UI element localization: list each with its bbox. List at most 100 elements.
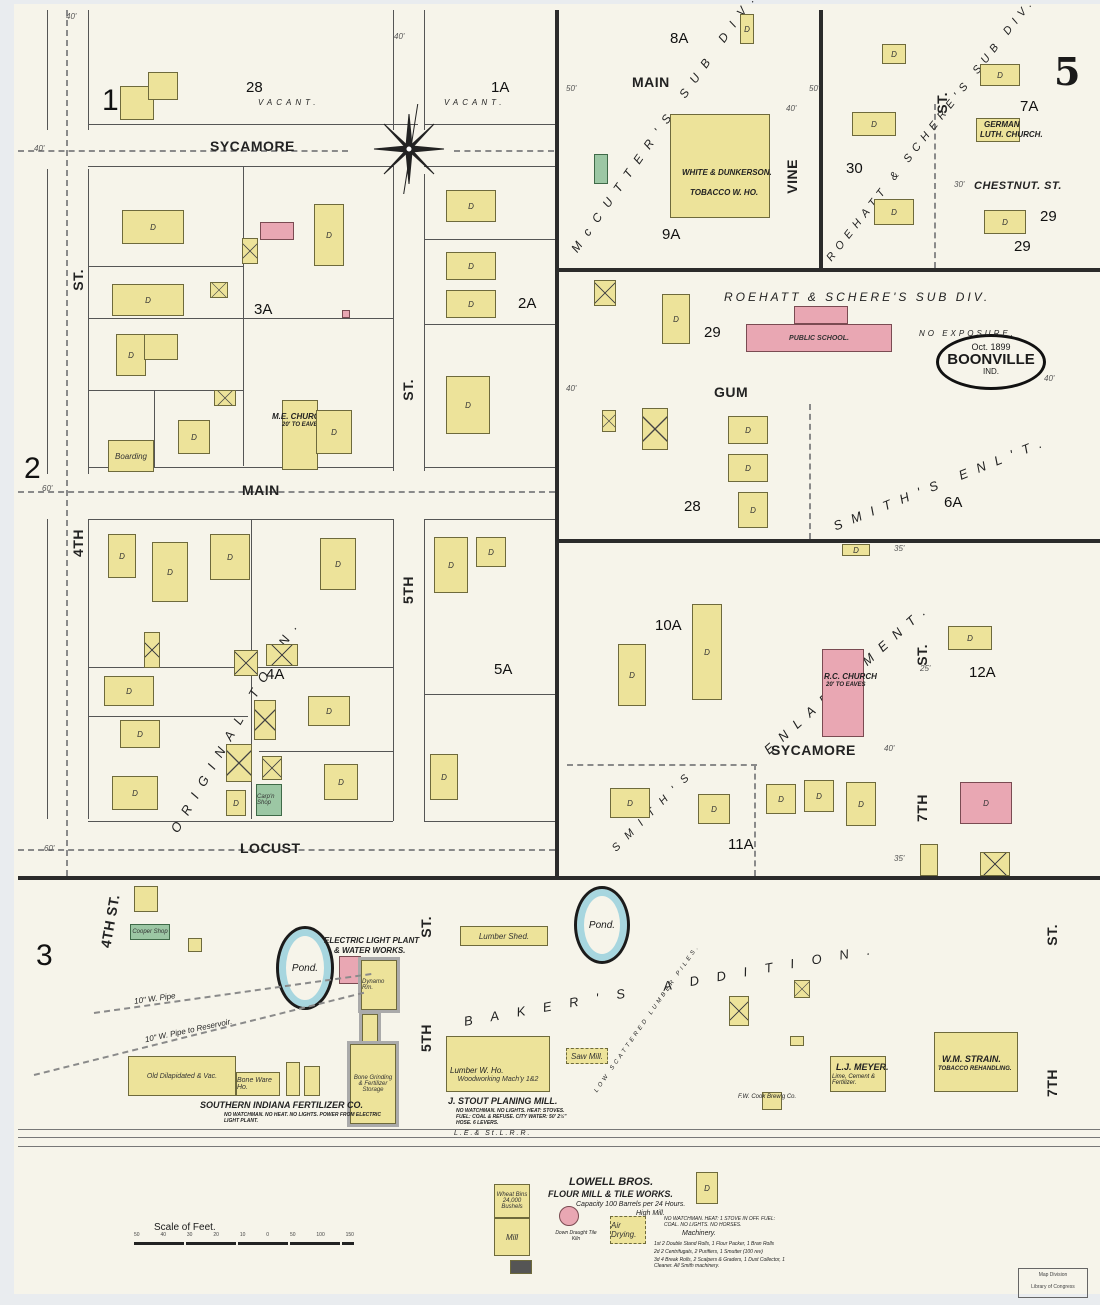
- street-width: 40': [566, 384, 577, 393]
- air-drying-label: Air Drying.: [611, 1221, 637, 1239]
- street-width: 40': [34, 144, 45, 153]
- stable: [602, 410, 616, 432]
- map-sheet: 1 2 3 SYCAMORE MAIN LOCUST ST. 4TH ST. 5…: [14, 0, 1100, 1298]
- dwelling: D: [178, 420, 210, 454]
- meyer-sub-label: Lime, Cement & Fertilizer.: [832, 1074, 876, 1086]
- stable: [642, 408, 668, 450]
- lot-line: [88, 390, 243, 391]
- street-width: 25': [920, 664, 931, 673]
- water-pipe: [567, 764, 757, 766]
- street-7th-south: ST.: [1044, 924, 1060, 946]
- mill-label: Mill: [506, 1232, 518, 1242]
- railroad-track: [18, 1146, 1100, 1147]
- street-5th-north: ST.: [400, 379, 416, 401]
- lot-line: [88, 10, 89, 130]
- dwelling: D: [618, 644, 646, 706]
- carpenter-shop: Carp'n Shop: [256, 784, 282, 816]
- stable: [234, 650, 258, 676]
- water-pipe: [66, 10, 68, 876]
- title-cartouche: Oct. 1899 BOONVILLE IND.: [936, 334, 1046, 390]
- strain-label: W.M. STRAIN.: [942, 1054, 1001, 1064]
- warehouse: [286, 1062, 300, 1096]
- dwelling: D: [766, 784, 796, 814]
- railroad-label: L.E.& St.L.R.R.: [454, 1130, 532, 1137]
- meyer-label: L.J. MEYER.: [836, 1062, 889, 1072]
- street-width: 40': [66, 12, 77, 21]
- engine-room: [362, 1014, 378, 1042]
- street-width: 40': [884, 744, 895, 753]
- wheat-bins: Wheat Bins 24,000 Bushels: [494, 1184, 530, 1218]
- strain-sub-label: TOBACCO REHANDLING.: [938, 1066, 1012, 1072]
- lot-line: [424, 166, 555, 167]
- me-church-label: M.E. CHURCH.: [272, 412, 328, 421]
- lot-line: [424, 124, 555, 125]
- flour-mill: Mill: [494, 1218, 530, 1256]
- stable: [254, 700, 276, 740]
- stable: [262, 756, 282, 780]
- stable: [266, 644, 298, 666]
- pond-label: Pond.: [588, 919, 616, 931]
- map-title: BOONVILLE: [947, 351, 1035, 368]
- block-4a: 4A: [266, 666, 285, 683]
- dwelling: D: [476, 537, 506, 567]
- dwelling: D: [430, 754, 458, 800]
- rc-church-label: R.C. CHURCH: [824, 672, 877, 681]
- dwelling: D: [804, 780, 834, 812]
- lot-line: [88, 821, 393, 822]
- cook-brewing-label: F.W. Cook Brew'g Co.: [738, 1094, 797, 1100]
- street-7th-south-label: 7TH: [1044, 1069, 1060, 1097]
- lot-line: [154, 390, 155, 467]
- dwelling: D: [210, 534, 250, 580]
- lowell-label-2: FLOUR MILL & TILE WORKS.: [548, 1189, 673, 1199]
- map-date: Oct. 1899: [971, 342, 1011, 352]
- wheat-bins-label: Wheat Bins 24,000 Bushels: [496, 1192, 528, 1210]
- cooper-shop: Cooper Shop: [130, 924, 170, 940]
- bone-ware-label: Bone Ware Ho.: [237, 1077, 272, 1091]
- lowell-label-1: LOWELL BROS.: [569, 1176, 654, 1188]
- lot-line: [88, 166, 393, 167]
- street-vine: VINE: [784, 159, 800, 194]
- pond-west: Pond.: [276, 926, 334, 1010]
- dwelling: D: [116, 334, 146, 376]
- street-chestnut: CHESTNUT. ST.: [974, 180, 1062, 192]
- dwelling: [134, 886, 158, 912]
- lot-line: [88, 519, 89, 819]
- boarding-house: Boarding: [108, 440, 154, 472]
- street-4th: 4TH: [70, 529, 86, 557]
- stable: [144, 632, 160, 668]
- tobacco-wh-label: TOBACCO W. HO.: [690, 188, 759, 197]
- lot-line: [393, 519, 394, 821]
- dwelling: D: [446, 376, 490, 434]
- public-school-label: PUBLIC SCHOOL.: [789, 334, 849, 342]
- section-marker-3: 3: [36, 939, 53, 972]
- pond-label: Pond.: [291, 962, 319, 974]
- lot-line: [88, 266, 243, 267]
- lot-line: [424, 324, 555, 325]
- boarding-label: Boarding: [114, 451, 148, 461]
- block-1a: 1A: [491, 79, 510, 96]
- german-church-label-2: LUTH. CHURCH.: [980, 130, 1043, 139]
- strain-building: [934, 1032, 1018, 1092]
- stable: [980, 852, 1010, 876]
- saw-mill: Saw Mill.: [566, 1048, 608, 1064]
- lot-line: [424, 519, 555, 520]
- scale-tick: 100: [316, 1232, 325, 1238]
- rc-church: [822, 649, 864, 737]
- water-pipe: [809, 404, 811, 539]
- machinery-3: 3d 4 Break Rolls, 2 Scalpers & Graders, …: [654, 1257, 785, 1269]
- street-width: 60': [44, 844, 55, 853]
- block-10a: 10A: [655, 617, 682, 634]
- dwelling: D: [984, 210, 1026, 234]
- lumber-shed-label: Lumber Shed.: [478, 931, 530, 941]
- street-5th: 5TH: [400, 576, 416, 604]
- brick-building: [260, 222, 294, 240]
- old-dilapidated-label: Old Dilapidated & Vac.: [146, 1072, 218, 1080]
- dwelling: D: [112, 284, 184, 316]
- dwelling: D: [316, 410, 352, 454]
- block-11a: 11A: [728, 836, 754, 853]
- vine-divider: [819, 10, 823, 268]
- electric-plant-boiler: [339, 956, 361, 984]
- lot-line: [88, 318, 393, 319]
- lot-line: [424, 694, 555, 695]
- street-main-east: MAIN: [632, 74, 670, 90]
